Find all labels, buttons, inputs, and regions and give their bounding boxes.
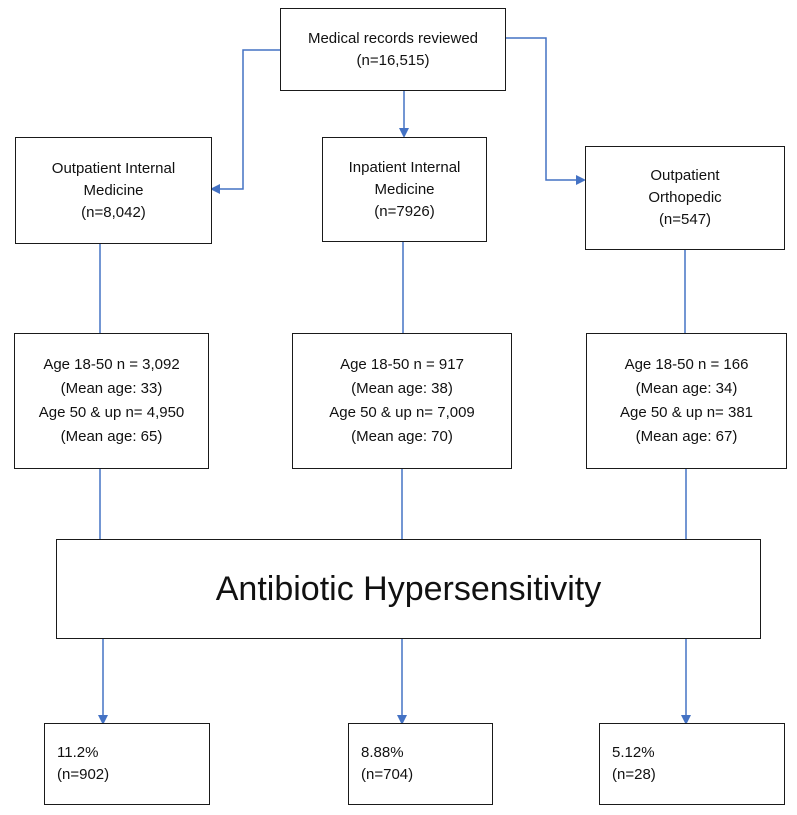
age-line: (Mean age: 70) <box>351 428 453 445</box>
antibiotic-hypersensitivity-box: Antibiotic Hypersensitivity <box>56 539 761 639</box>
result-percent: 11.2% <box>57 744 99 761</box>
result-outpatient-internal: 11.2% (n=902) <box>44 723 210 805</box>
group-count: (n=7926) <box>374 202 435 220</box>
group-title-line: Medicine <box>374 180 435 198</box>
age-breakdown-outpatient-internal: Age 18-50 n = 3,092 (Mean age: 33) Age 5… <box>14 333 209 469</box>
result-count: (n=902) <box>57 766 110 783</box>
result-inpatient-internal: 8.88% (n=704) <box>348 723 493 805</box>
age-line: (Mean age: 65) <box>60 428 163 445</box>
result-percent: 5.12% <box>612 744 655 761</box>
group-title-line: Medicine <box>83 181 144 199</box>
medical-records-count: (n=16,515) <box>356 51 430 69</box>
result-percent: 8.88% <box>361 744 404 761</box>
age-breakdown-outpatient-orthopedic: Age 18-50 n = 166 (Mean age: 34) Age 50 … <box>586 333 787 469</box>
age-line: (Mean age: 38) <box>351 380 453 397</box>
age-breakdown-inpatient-internal: Age 18-50 n = 917 (Mean age: 38) Age 50 … <box>292 333 512 469</box>
outpatient-orthopedic-box: Outpatient Orthopedic (n=547) <box>585 146 785 250</box>
age-line: Age 50 & up n= 381 <box>619 404 754 421</box>
result-outpatient-orthopedic: 5.12% (n=28) <box>599 723 785 805</box>
medical-records-title: Medical records reviewed <box>307 29 479 47</box>
connector-top-to-outpatient-orthopedic <box>506 37 586 185</box>
group-title-line: Orthopedic <box>648 189 722 206</box>
outpatient-internal-medicine-box: Outpatient Internal Medicine (n=8,042) <box>15 137 212 244</box>
age-line: (Mean age: 34) <box>635 380 738 397</box>
age-line: Age 18-50 n = 917 <box>340 356 464 373</box>
medical-records-box: Medical records reviewed (n=16,515) <box>280 8 506 91</box>
result-count: (n=704) <box>361 766 414 783</box>
group-title-line: Inpatient Internal <box>348 158 461 176</box>
result-count: (n=28) <box>612 766 656 783</box>
group-title-line: Outpatient <box>650 167 720 184</box>
age-line: Age 50 & up n= 4,950 <box>38 404 185 421</box>
inpatient-internal-medicine-box: Inpatient Internal Medicine (n=7926) <box>322 137 487 242</box>
group-title-line: Outpatient Internal <box>51 159 176 177</box>
antibiotic-hypersensitivity-label: Antibiotic Hypersensitivity <box>215 570 602 608</box>
age-line: (Mean age: 67) <box>635 428 738 445</box>
connector-top-to-outpatient-internal <box>210 49 280 194</box>
age-line: Age 18-50 n = 166 <box>624 356 749 373</box>
age-line: (Mean age: 33) <box>60 380 163 397</box>
age-line: Age 18-50 n = 3,092 <box>43 356 180 373</box>
group-count: (n=8,042) <box>81 203 146 221</box>
group-count: (n=547) <box>658 211 712 228</box>
age-line: Age 50 & up n= 7,009 <box>329 404 475 421</box>
